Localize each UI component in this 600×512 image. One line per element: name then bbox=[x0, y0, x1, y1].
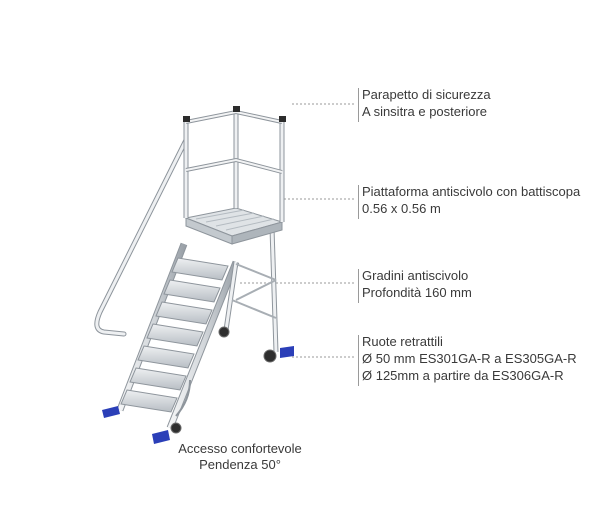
wheels bbox=[170, 326, 277, 434]
callout-steps-detail: Profondità 160 mm bbox=[362, 285, 472, 300]
foot-left bbox=[102, 406, 120, 418]
callout-wheels-title: Ruote retrattili bbox=[362, 334, 443, 349]
access-caption-title: Accesso confortevole bbox=[178, 441, 302, 456]
callout-wheels-detail-1: Ø 50 mm ES301GA-R a ES305GA-R bbox=[362, 351, 577, 366]
feet bbox=[102, 346, 294, 444]
callout-platform-detail: 0.56 x 0.56 m bbox=[362, 201, 441, 216]
step-4 bbox=[146, 323, 204, 347]
step-6 bbox=[129, 367, 187, 391]
callout-guardrail: Parapetto di sicurezza A sinsitra e post… bbox=[358, 86, 491, 122]
callout-wheels-detail-2: Ø 125mm a partire da ES306GA-R bbox=[362, 368, 564, 383]
step-5 bbox=[137, 345, 195, 369]
steps bbox=[120, 257, 229, 413]
access-caption: Accesso confortevole Pendenza 50° bbox=[150, 441, 330, 473]
wheel-rear-1 bbox=[263, 349, 277, 363]
leader-lines bbox=[240, 103, 356, 358]
access-caption-detail: Pendenza 50° bbox=[199, 457, 281, 472]
wheel-front bbox=[170, 422, 182, 434]
callout-guardrail-title: Parapetto di sicurezza bbox=[362, 87, 491, 102]
step-1 bbox=[171, 257, 229, 281]
callout-guardrail-detail: A sinsitra e posteriore bbox=[362, 104, 488, 119]
platform bbox=[184, 207, 284, 245]
step-7 bbox=[120, 389, 178, 413]
callout-steps-title: Gradini antiscivolo bbox=[362, 268, 469, 283]
callout-steps: Gradini antiscivolo Profondità 160 mm bbox=[358, 267, 472, 303]
foot-rear bbox=[280, 346, 294, 358]
step-3 bbox=[155, 301, 213, 325]
callout-wheels: Ruote retrattili Ø 50 mm ES301GA-R a ES3… bbox=[358, 333, 577, 386]
callout-platform-title: Piattaforma antiscivolo con battiscopa bbox=[362, 184, 581, 199]
callout-platform: Piattaforma antiscivolo con battiscopa 0… bbox=[358, 183, 581, 219]
foot-right bbox=[152, 430, 170, 444]
left-handrail bbox=[94, 127, 189, 337]
step-2 bbox=[163, 279, 221, 303]
guardrail bbox=[183, 106, 286, 222]
wheel-rear-2 bbox=[218, 326, 230, 338]
